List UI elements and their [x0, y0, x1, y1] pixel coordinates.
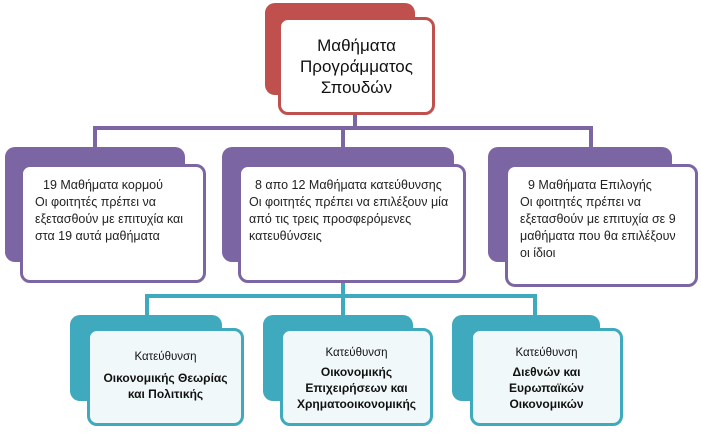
track-label: Κατεύθυνση [515, 347, 578, 359]
connector-track-3 [533, 294, 537, 316]
category-heading: 8 απο 12 Μαθήματα κατεύθυνσης [255, 178, 442, 192]
category-body: Οι φοιτητές πρέπει να επιλέξουν μία από … [249, 195, 449, 243]
connector-1 [93, 126, 97, 148]
category-heading: 19 Μαθήματα κορμού [43, 178, 163, 192]
track-name: Οικονομικής Επιχειρήσεων και Χρηματοοικο… [296, 365, 417, 411]
category-body: Οι φοιτητές πρέπει να εξετασθούν με επιτ… [520, 195, 676, 260]
track-label: Κατεύθυνση [325, 347, 388, 359]
connector-tracks [341, 280, 345, 297]
category-heading: 9 Μαθήματα Επιλογής [528, 178, 652, 192]
connector-track-1 [145, 294, 149, 316]
track-name: Οικονομικής Θεωρίας και Πολιτικής [103, 371, 228, 401]
connector-3 [589, 126, 593, 148]
track-name: Διεθνών και Ευρωπαϊκών Οικονομικών [509, 365, 584, 411]
track-label: Κατεύθυνση [134, 351, 197, 363]
root-title: Μαθήματα Προγράμματος Σπουδών [300, 35, 413, 97]
connector-track-2 [341, 294, 345, 316]
connector-root [353, 112, 357, 129]
category-body: Οι φοιτητές πρέπει να εξετασθούν με επιτ… [35, 195, 184, 243]
connector-2 [341, 126, 345, 148]
